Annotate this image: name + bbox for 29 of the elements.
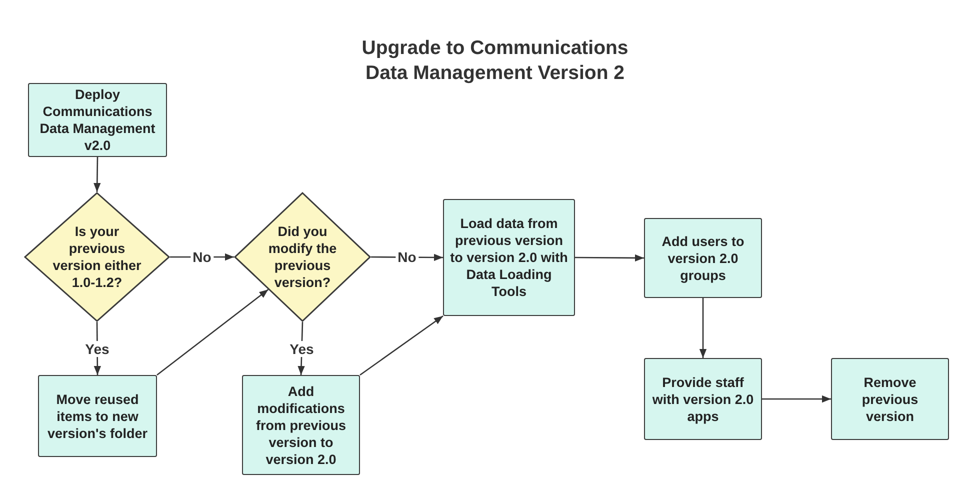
arrow <box>360 315 444 376</box>
process-box <box>443 199 575 316</box>
edge-label: No <box>190 249 214 265</box>
process-box <box>38 375 157 457</box>
decision-diamond <box>234 192 371 322</box>
node-text: Load data from previous version to version 2.0 with Data Loading Tools <box>449 215 569 300</box>
edge-label: Yes <box>83 340 112 356</box>
diagram-title: Upgrade to Communications Data Management Version 2 <box>360 36 630 86</box>
node-text: Is your previous version either 1.0-1.2? <box>52 223 142 291</box>
node-text: Move reused items to new version's folder <box>46 390 148 442</box>
arrow <box>699 298 707 358</box>
node-text: Provide staff with version 2.0 apps <box>651 374 755 424</box>
node-text: Did you modify the previous version? <box>267 223 338 291</box>
process-box <box>644 218 762 298</box>
process-box <box>242 375 360 475</box>
node-text: Add modifications from previous version to version 2.0 <box>254 382 348 468</box>
arrow <box>575 254 644 262</box>
edge-label: No <box>396 249 418 266</box>
edge-label: Yes <box>288 340 316 356</box>
node-text: Remove previous version <box>860 374 920 424</box>
node-text: Deploy Communications Data Management v2.0 <box>38 86 156 154</box>
process-box <box>28 83 167 157</box>
arrow <box>156 288 269 376</box>
process-box <box>644 358 762 440</box>
arrow <box>94 157 101 192</box>
node-text: Add users to version 2.0 groups <box>660 232 746 284</box>
decision-diamond <box>24 192 170 322</box>
arrow <box>762 395 831 403</box>
process-box <box>831 358 949 440</box>
